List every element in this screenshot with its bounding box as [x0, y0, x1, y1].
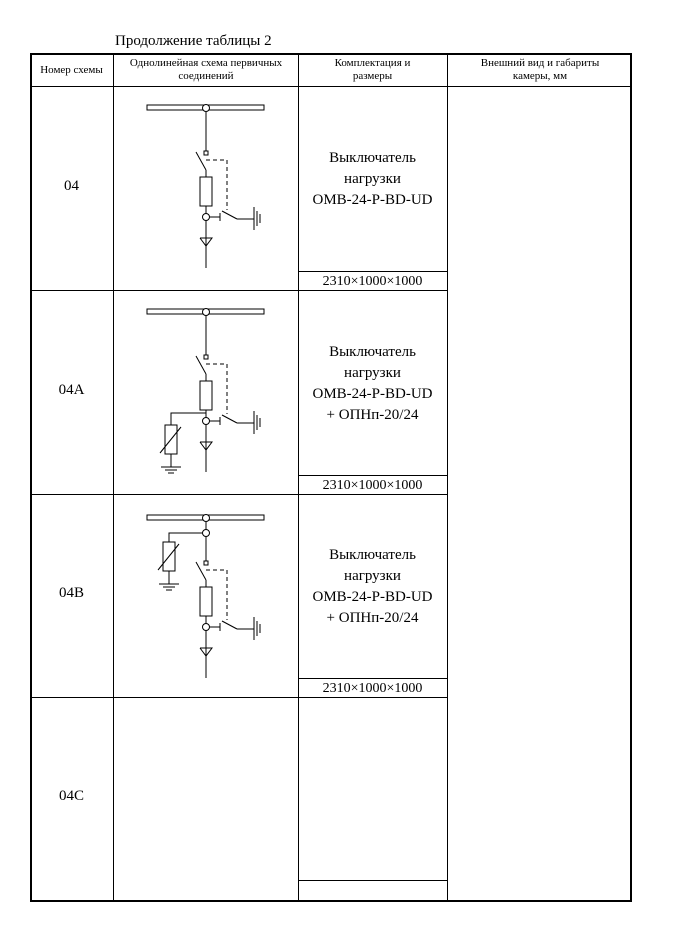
header-single-line-diagram: Однолинейная схема первичных соединений [129, 57, 283, 82]
dimensions: 2310×1000×1000 [322, 681, 423, 696]
surge-arrester-icon [157, 541, 180, 591]
header-scheme-number: Номер схемы [40, 63, 103, 76]
diagram-04b [146, 514, 265, 679]
header-equipment: Комплектация и размеры [334, 57, 411, 82]
surge-arrester-icon [159, 424, 182, 474]
diagram-04 [146, 104, 265, 269]
scheme-number: 04 [64, 178, 79, 194]
dimensions: 2310×1000×1000 [322, 274, 423, 289]
scheme-number: 04C [58, 788, 84, 804]
dimensions: 2310×1000×1000 [322, 478, 423, 493]
header-appearance: Внешний вид и габариты камеры, мм [480, 57, 600, 82]
table-caption: Продолжение таблицы 2 [115, 33, 272, 49]
scheme-number: 04A [58, 382, 85, 398]
diagram-04a [146, 308, 265, 474]
scheme-number: 04B [58, 585, 84, 601]
